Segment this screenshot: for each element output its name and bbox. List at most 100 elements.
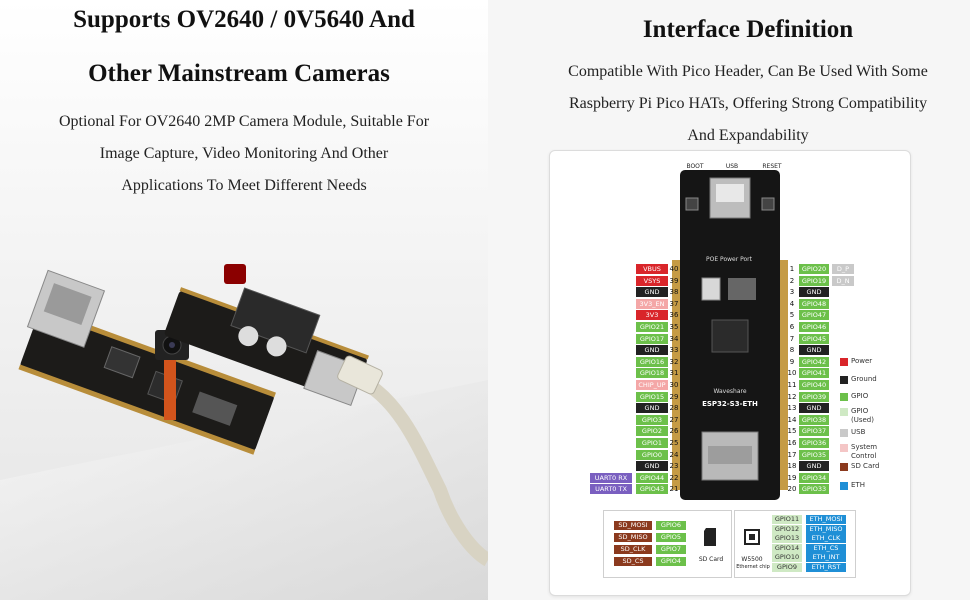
board-top-label-usb: USB [725, 163, 739, 170]
right-pin-label: GPIO37 [799, 426, 829, 437]
right-pin-number: 12 [787, 392, 797, 401]
right-desc-line2: Raspberry Pi Pico HATs, Offering Strong … [568, 95, 928, 112]
right-pin-label: GPIO38 [799, 414, 829, 425]
left-desc-line2: Image Capture, Video Monitoring And Othe… [99, 145, 389, 162]
product-photo [0, 264, 488, 600]
legend-swatch [840, 358, 848, 366]
left-pin-label: GPIO21 [636, 322, 668, 332]
board-model: ESP32-S3-ETH [702, 400, 758, 408]
left-title-line2: Other Mainstream Cameras [88, 60, 390, 87]
sd-func-label: SD_MISO [614, 533, 652, 542]
right-pin-extra: D_N [832, 275, 854, 286]
eth-chip-label-1: W5500 [741, 556, 763, 563]
left-panel: Supports OV2640 / 0V5640 And Other Mains… [0, 0, 488, 600]
right-pin-number: 17 [787, 450, 797, 459]
right-pin-number: 14 [787, 415, 797, 424]
right-pin-label: GND [799, 287, 829, 298]
eth-func-label: ETH_RST [806, 563, 846, 572]
left-pin-number: 31 [669, 369, 679, 378]
eth-chip-label-2: Ethernet chip [736, 564, 770, 570]
legend-swatch [840, 429, 848, 437]
right-desc-line1: Compatible With Pico Header, Can Be Used… [568, 63, 928, 80]
right-pin-label: GPIO35 [799, 449, 829, 460]
left-pin-label: GPIO0 [636, 449, 668, 460]
legend-swatch [840, 463, 848, 471]
left-pin-number: 39 [669, 276, 679, 285]
board-illustration [672, 170, 788, 500]
left-pin-number: 36 [669, 311, 679, 320]
right-pin-number: 18 [787, 462, 797, 471]
left-pin-number: 38 [669, 288, 679, 297]
left-pin-label: GND [636, 461, 668, 472]
left-pin-extra: UART0 RX [590, 472, 632, 483]
right-pin-label: GND [799, 403, 829, 414]
eth-gpio-label: GPIO10 [772, 553, 802, 563]
left-desc-line3: Applications To Meet Different Needs [121, 177, 367, 194]
left-title-line1: Supports OV2640 / 0V5640 And [73, 6, 415, 33]
right-pin-label: GPIO40 [799, 380, 829, 390]
left-pin-label: 3V3_EN [636, 298, 668, 309]
right-pin-label: GPIO20 [799, 264, 829, 274]
legend-swatch [840, 393, 848, 401]
sd-gpio-label: GPIO7 [656, 545, 686, 554]
board-brand: Waveshare [713, 388, 747, 395]
right-pin-label: GPIO33 [799, 484, 829, 495]
left-pin-label: GND [636, 345, 668, 356]
eth-func-label: ETH_INT [806, 553, 846, 563]
right-pin-number: 10 [787, 369, 797, 378]
left-pin-label: GPIO43 [636, 484, 668, 495]
left-pin-label: GPIO1 [636, 438, 668, 448]
right-pin-label: GPIO42 [799, 356, 829, 367]
left-pin-label: GPIO15 [636, 391, 668, 402]
right-pin-number: 2 [789, 276, 795, 285]
right-pin-extra: D_P [832, 264, 854, 274]
legend-label: System Control [851, 443, 878, 460]
left-pin-number: 28 [669, 404, 679, 413]
legend-label: Power [851, 357, 873, 365]
right-pin-number: 6 [789, 323, 795, 331]
right-pin-number: 13 [787, 404, 797, 413]
sd-func-label: SD_MOSI [614, 521, 652, 530]
left-desc-line1: Optional For OV2640 2MP Camera Module, S… [58, 113, 430, 130]
sd-func-label: SD_CS [614, 557, 652, 566]
right-pin-label: GND [799, 345, 829, 356]
legend-label: USB [851, 428, 866, 436]
left-pin-number: 34 [669, 334, 679, 343]
right-pin-number: 9 [789, 357, 795, 366]
right-pin-number: 19 [787, 473, 797, 482]
right-pin-label: GPIO47 [799, 310, 829, 321]
left-pin-number: 23 [669, 462, 679, 471]
left-pin-number: 33 [669, 346, 679, 355]
legend-swatch [840, 376, 848, 384]
left-pin-label: GPIO44 [636, 472, 668, 483]
eth-func-label: ETH_MISO [806, 524, 846, 534]
right-pin-number: 16 [787, 439, 797, 447]
right-pin-number: 4 [789, 299, 795, 308]
right-pin-number: 8 [789, 346, 795, 355]
left-pin-label: GPIO2 [636, 426, 668, 437]
right-pin-label: GPIO45 [799, 333, 829, 344]
legend-swatch [840, 482, 848, 490]
eth-func-label: ETH_CLK [806, 534, 846, 544]
eth-gpio-label: GPIO12 [772, 524, 802, 534]
left-pin-number: 27 [669, 415, 679, 424]
right-pin-label: GND [799, 461, 829, 472]
right-pin-label: GPIO48 [799, 298, 829, 309]
sd-card-icon [704, 528, 716, 546]
right-pin-label: GPIO34 [799, 472, 829, 483]
right-pin-label: GPIO41 [799, 368, 829, 379]
board-top-label-reset: RESET [762, 163, 782, 170]
eth-gpio-label: GPIO14 [772, 543, 802, 553]
legend-label: GPIO (Used) [851, 407, 874, 424]
sd-func-label: SD_CLK [614, 545, 652, 554]
right-pin-label: GPIO39 [799, 391, 829, 402]
legend-label: SD Card [851, 462, 880, 470]
left-pin-number: 30 [669, 381, 679, 389]
legend-label: GPIO [851, 392, 869, 400]
right-pin-number: 20 [787, 485, 797, 494]
left-pin-label: VBUS [636, 264, 668, 274]
ethernet-chip-icon [744, 529, 760, 545]
eth-gpio-label: GPIO13 [772, 534, 802, 544]
left-pin-label: GPIO16 [636, 356, 668, 367]
left-pin-label: GND [636, 287, 668, 298]
